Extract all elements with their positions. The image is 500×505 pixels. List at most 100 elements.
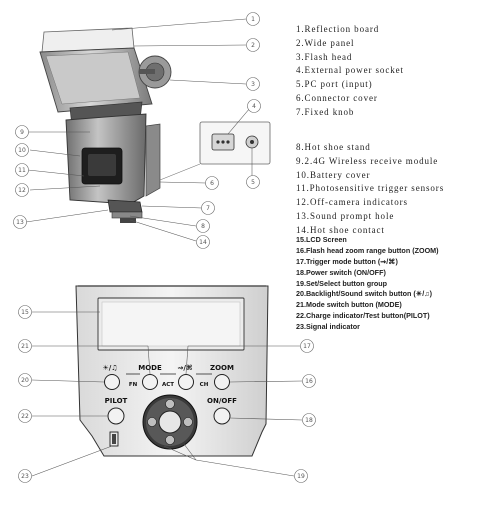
legend-item: 13.Sound prompt hole [296,210,395,221]
svg-text:23: 23 [21,473,29,480]
svg-text:21: 21 [21,343,29,350]
callout-3: 3 [246,77,260,91]
legend-item: 1.Reflection board [296,24,380,34]
svg-text:6: 6 [210,180,214,187]
callout-18: 18 [302,413,316,427]
legend-item: 10.Battery cover [296,169,371,180]
callout-lines [25,18,303,477]
legend-item: 9.2.4G Wireless receive module [296,155,439,166]
callout-14: 14 [196,235,210,249]
callout-21: 21 [18,339,32,353]
callout-12: 12 [15,183,29,197]
legend-item: 2.Wide panel [296,37,355,48]
select-down-button[interactable] [165,435,175,445]
set-select-button-group[interactable] [142,394,198,450]
legend-group-3: 15.LCD Screen 16.Flash head zoom range b… [296,236,439,334]
legend-item: 6.Connector cover [296,92,378,103]
svg-text:2: 2 [251,42,255,49]
svg-text:12: 12 [18,187,26,194]
power-button[interactable] [213,407,231,425]
svg-text:13: 13 [16,219,24,226]
legend-item: 5.PC port (input) [296,79,373,90]
flash-side-view [39,27,172,223]
mode-button[interactable] [142,374,158,390]
callout-10: 10 [15,143,29,157]
svg-text:16: 16 [305,378,313,385]
legend-item: 11.Photosensitive trigger sensors [296,183,445,194]
callout-16: 16 [302,374,316,388]
svg-text:4: 4 [252,103,256,110]
legend-item: 23.Signal indicator [296,322,360,332]
connector-inset [159,121,271,181]
legend-item: 21.Mode switch button (MODE) [296,300,402,310]
legend-item: 12.Off-camera indicators [296,197,408,208]
callout-5: 5 [246,175,260,189]
fn-label: FN [129,382,138,388]
set-button[interactable] [158,410,182,434]
callout-1: 1 [246,12,260,26]
legend-item: 22.Charge indicator/Test button(PILOT) [296,311,430,321]
ch-label: CH [200,382,209,388]
pilot-button[interactable] [107,407,125,425]
legend-item: 7.Fixed knob [296,106,355,117]
svg-text:14: 14 [199,239,207,246]
legend-item: 16.Flash head zoom range button (ZOOM) [296,245,439,255]
callout-17: 17 [300,339,314,353]
callout-23: 23 [18,469,32,483]
callout-markers: 1 2 3 4 5 6 7 8 9 10 11 12 13 14 15 21 1… [13,12,316,483]
legend-item: 19.Set/Select button group [296,278,388,288]
callout-4: 4 [247,99,261,113]
legend-item: 20.Backlight/Sound switch button (☀/♫) [296,289,433,299]
legend-item: 17.Trigger mode button (⇝/⌘) [296,256,398,266]
svg-text:3: 3 [251,81,255,88]
callout-7: 7 [201,201,215,215]
select-up-button[interactable] [165,399,175,409]
hot-shoe-stand [107,199,143,213]
legend-item: 3.Flash head [296,51,353,62]
svg-text:8: 8 [201,223,205,230]
svg-text:18: 18 [305,417,313,424]
svg-text:10: 10 [18,147,26,154]
backlight-sound-label: ☀/♫ [102,364,117,372]
backlight-sound-button[interactable] [104,374,120,390]
svg-text:7: 7 [206,205,210,212]
rear-control-panel: ☀/♫ MODE ⇝/⌘ ZOOM FN ACT CH PILOT ON/OFF [75,285,269,457]
svg-text:17: 17 [303,343,311,350]
svg-text:11: 11 [18,167,26,174]
callout-8: 8 [196,219,210,233]
act-label: ACT [162,382,174,388]
svg-text:22: 22 [21,413,29,420]
callout-6: 6 [205,176,219,190]
callout-15: 15 [18,305,32,319]
legend-item: 14.Hot shoe contact [296,224,385,235]
legend-item: 4.External power socket [296,65,404,76]
legend-group-1: 1.Reflection board 2.Wide panel 3.Flash … [296,25,404,122]
svg-text:19: 19 [297,473,305,480]
callout-22: 22 [18,409,32,423]
callout-2: 2 [246,38,260,52]
callout-9: 9 [15,125,29,139]
callout-20: 20 [18,373,32,387]
select-left-button[interactable] [147,417,157,427]
svg-text:1: 1 [251,16,255,23]
svg-text:20: 20 [21,377,29,384]
trigger-mode-label: ⇝/⌘ [178,364,193,372]
callout-11: 11 [15,163,29,177]
legend-item: 18.Power switch (ON/OFF) [296,267,386,277]
legend-item: 8.Hot shoe stand [296,142,371,152]
legend-item: 15.LCD Screen [296,235,347,244]
svg-text:5: 5 [251,179,255,186]
trigger-mode-button[interactable] [178,374,194,390]
svg-text:9: 9 [20,129,24,136]
callout-13: 13 [13,215,27,229]
select-right-button[interactable] [183,417,193,427]
svg-text:15: 15 [21,309,29,316]
on-off-label: ON/OFF [207,397,237,405]
legend-group-2: 8.Hot shoe stand 9.2.4G Wireless receive… [296,143,444,240]
pilot-label: PILOT [105,397,128,405]
mode-label: MODE [138,364,162,372]
zoom-label: ZOOM [210,364,234,372]
zoom-button[interactable] [214,374,230,390]
